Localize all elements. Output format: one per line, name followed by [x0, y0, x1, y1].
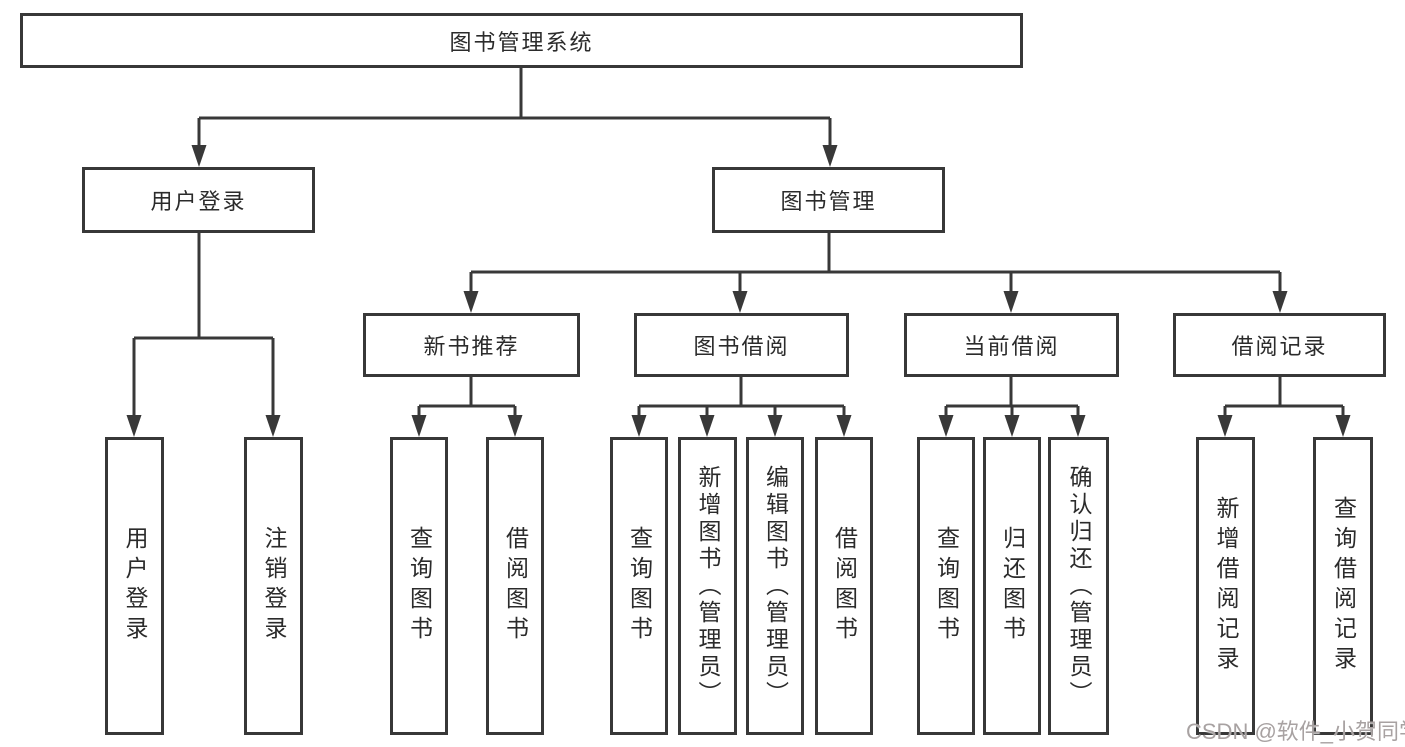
- leaf-user-login: 用户登录: [105, 437, 164, 735]
- leaf-add-borrow-record: 新增借阅记录: [1196, 437, 1255, 735]
- leaf-query-borrow-record-label: 查询借阅记录: [1330, 496, 1357, 676]
- connector-current: [944, 377, 1080, 420]
- node-library-system-label: 图书管理系统: [449, 29, 594, 55]
- leaf-logout-label: 注销登录: [261, 526, 287, 646]
- leaf-borrow-books-2-label: 借阅图书: [831, 526, 858, 646]
- connector-borrowing: [637, 377, 846, 420]
- node-book-borrowing-label: 图书借阅: [693, 334, 790, 359]
- node-new-book-recommend: 新书推荐: [363, 313, 580, 377]
- leaf-query-books-1: 查询图书: [390, 437, 448, 735]
- leaf-confirm-return-admin-label: 确认归还（管理员）: [1066, 464, 1092, 708]
- node-user-login-label: 用户登录: [150, 189, 247, 214]
- leaf-return-book-label: 归还图书: [999, 526, 1026, 646]
- node-library-system: 图书管理系统: [20, 13, 1023, 68]
- leaf-borrow-books-2: 借阅图书: [815, 437, 873, 735]
- node-new-book-recommend-label: 新书推荐: [423, 334, 520, 359]
- connector-record: [1223, 377, 1345, 420]
- leaf-edit-book-admin-label: 编辑图书（管理员）: [762, 464, 789, 708]
- leaf-add-book-admin-label: 新增图书（管理员）: [695, 464, 721, 708]
- leaf-query-books-2-label: 查询图书: [626, 526, 653, 646]
- leaf-return-book: 归还图书: [983, 437, 1041, 735]
- csdn-watermark: CSDN @软件_小贺同学: [1186, 719, 1405, 744]
- leaf-logout: 注销登录: [244, 437, 303, 735]
- connector-user-login: [132, 233, 275, 420]
- node-book-borrowing: 图书借阅: [634, 313, 849, 377]
- leaf-borrow-books-1: 借阅图书: [486, 437, 544, 735]
- node-borrow-record: 借阅记录: [1173, 313, 1386, 377]
- node-current-borrow: 当前借阅: [904, 313, 1119, 377]
- leaf-add-borrow-record-label: 新增借阅记录: [1213, 496, 1239, 676]
- connector-new-rec: [417, 377, 517, 420]
- leaf-confirm-return-admin: 确认归还（管理员）: [1048, 437, 1109, 735]
- connector-root: [197, 68, 832, 150]
- leaf-add-book-admin: 新增图书（管理员）: [678, 437, 737, 735]
- leaf-query-books-3: 查询图书: [917, 437, 975, 735]
- leaf-edit-book-admin: 编辑图书（管理员）: [746, 437, 804, 735]
- node-current-borrow-label: 当前借阅: [963, 334, 1060, 359]
- leaf-query-books-3-label: 查询图书: [933, 526, 960, 646]
- node-book-management: 图书管理: [712, 167, 945, 233]
- leaf-query-books-1-label: 查询图书: [406, 526, 433, 646]
- leaf-user-login-label: 用户登录: [122, 526, 148, 646]
- connector-book-mgmt: [469, 233, 1282, 296]
- node-user-login: 用户登录: [82, 167, 315, 233]
- leaf-borrow-books-1-label: 借阅图书: [502, 526, 529, 646]
- arrowheads: [126, 145, 1351, 437]
- node-borrow-record-label: 借阅记录: [1231, 334, 1328, 359]
- leaf-query-books-2: 查询图书: [610, 437, 668, 735]
- node-book-management-label: 图书管理: [780, 189, 877, 214]
- leaf-query-borrow-record: 查询借阅记录: [1313, 437, 1373, 735]
